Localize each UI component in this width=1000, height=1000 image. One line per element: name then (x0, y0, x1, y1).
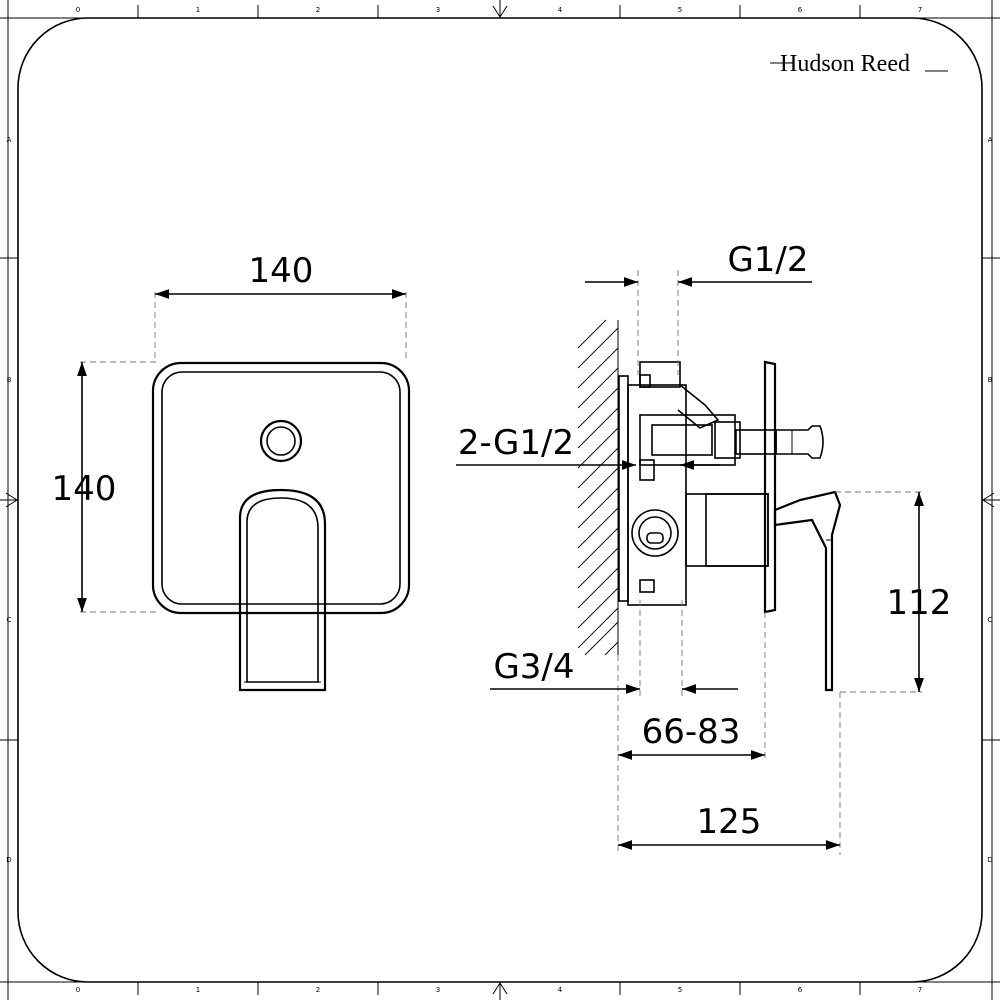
row-label-b-right: B (988, 376, 993, 384)
col-label-5-bottom: 5 (678, 986, 682, 994)
handle-height-label: 112 (887, 583, 952, 623)
inlet-top-label: G1/2 (727, 240, 808, 280)
depth-range-label: 66-83 (642, 712, 741, 752)
front-height-label: 140 (52, 469, 117, 509)
valve-body (627, 361, 777, 606)
col-label-6: 6 (798, 6, 803, 14)
row-label-a: A (7, 136, 12, 144)
row-label-d: D (6, 856, 11, 864)
col-label-4: 4 (558, 6, 563, 14)
col-label-3: 3 (436, 6, 440, 14)
front-width-label: 140 (249, 251, 314, 291)
cover-plate-side (763, 360, 777, 614)
row-ticks (0, 257, 1000, 741)
row-label-c: C (7, 616, 12, 624)
column-ticks (137, 5, 861, 995)
cover-plate (151, 361, 411, 615)
col-label-7-bottom: 7 (918, 986, 922, 994)
col-label-2: 2 (316, 6, 320, 14)
diverter-knob (259, 419, 303, 463)
col-label-2-bottom: 2 (316, 986, 320, 994)
col-label-4-bottom: 4 (558, 986, 563, 994)
total-depth-label: 125 (697, 802, 762, 842)
col-label-0: 0 (76, 6, 80, 14)
wall-hatching (577, 319, 619, 656)
row-label-b: B (7, 376, 12, 384)
col-label-1: 1 (196, 6, 200, 14)
col-label-3-bottom: 3 (436, 986, 440, 994)
cover-plate-inner (161, 371, 401, 605)
brand-name: Hudson Reed (780, 51, 910, 77)
brand-logo: Hudson Reed (770, 51, 948, 77)
col-label-5: 5 (678, 6, 682, 14)
outlet-nipple (775, 425, 824, 459)
side-view: G1/2 2-G1/2 G3/4 66-83 125 112 (456, 240, 951, 855)
front-view: 140 140 (52, 251, 411, 692)
row-label-d-right: D (987, 856, 992, 864)
lever-handle-side (773, 490, 842, 692)
row-label-a-right: A (988, 136, 993, 144)
mounting-plate (618, 375, 629, 602)
col-label-0-bottom: 0 (76, 986, 80, 994)
col-label-7: 7 (918, 6, 922, 14)
col-label-1-bottom: 1 (196, 986, 200, 994)
lever-handle (238, 488, 327, 692)
col-label-6-bottom: 6 (798, 986, 803, 994)
row-labels: A B C D A B C D (6, 136, 992, 864)
outlet-label: 2-G1/2 (458, 423, 574, 463)
inlet-bottom-label: G3/4 (493, 647, 574, 687)
column-labels: 0 1 2 3 4 5 6 7 0 1 2 3 4 5 6 7 (76, 6, 922, 994)
row-label-c-right: C (988, 616, 993, 624)
